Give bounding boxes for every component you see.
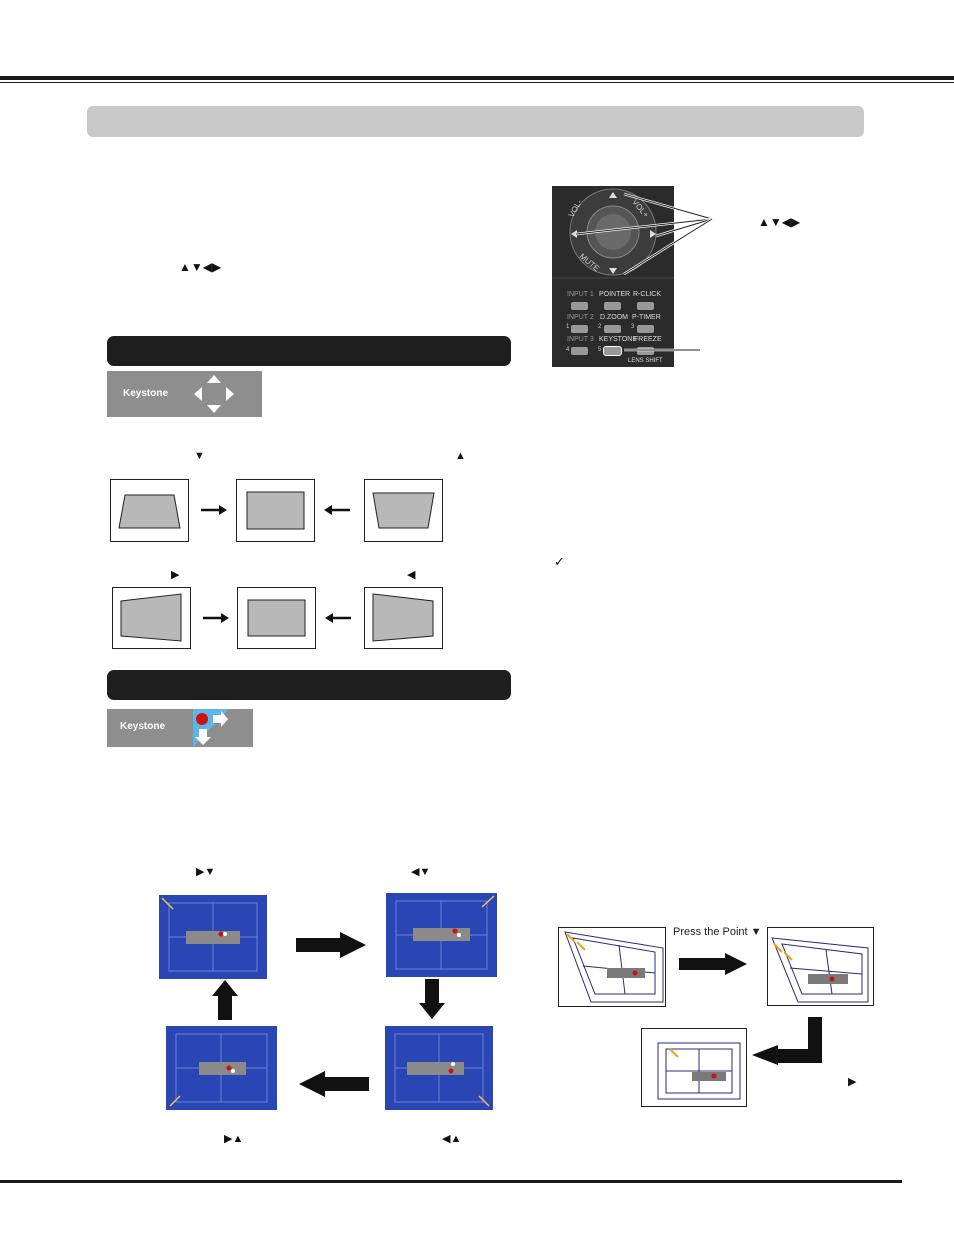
point-before-frame xyxy=(558,927,666,1007)
arrow-left-1 xyxy=(322,503,352,522)
corner-arrow-left xyxy=(299,1071,369,1102)
corner-screen-bottom-left xyxy=(166,1026,277,1115)
corner-bottom-left-keys: ▶▲ xyxy=(224,1133,244,1145)
remote-num3: 3 xyxy=(631,324,635,330)
keystone-right-key: ▶ xyxy=(171,569,180,581)
corner-arrow-down xyxy=(419,979,445,1024)
keystone-v-corrected-frame xyxy=(236,479,315,542)
remote-pointer: POINTER xyxy=(599,291,631,298)
keystone-menu-label: Keystone xyxy=(123,388,169,399)
arrow-left-2 xyxy=(323,611,353,630)
corner-top-left-keys: ▶▼ xyxy=(196,866,216,878)
remote-lens-shift: LENS SHIFT xyxy=(628,358,663,364)
keystone-h-before-frame xyxy=(112,587,191,649)
point-arrow-down-left xyxy=(752,1017,824,1070)
keystone-up-key: ▲ xyxy=(455,450,466,462)
check-mark-icon: ✓ xyxy=(554,554,565,569)
corner-screen-top-left xyxy=(159,895,267,984)
remote-keystone: KEYSTONE xyxy=(599,336,637,343)
remote-num4: 4 xyxy=(566,347,570,353)
remote-num1: 1 xyxy=(566,324,570,330)
point-right-key: ▶ xyxy=(848,1076,857,1088)
remote-pointer-button xyxy=(604,302,621,310)
remote-input3: INPUT 3 xyxy=(567,336,594,343)
remote-freeze: FREEZE xyxy=(634,336,662,343)
corner-arrow-right xyxy=(296,932,366,963)
corner-screen-top-right xyxy=(386,893,497,982)
keystone-v-before-image xyxy=(118,494,181,529)
bottom-rule xyxy=(0,1180,902,1183)
remote-arrow-keys-label: ▲▼◀▶ xyxy=(758,215,801,229)
point-arrow-right xyxy=(679,953,747,980)
point-middle-frame xyxy=(767,927,874,1006)
keystone-h-corrected-frame xyxy=(237,587,316,649)
remote-p-timer: P-TIMER xyxy=(632,314,661,321)
remote-p-timer-button xyxy=(637,325,654,333)
keystone-v-after-frame xyxy=(364,479,443,542)
arrow-right-1 xyxy=(199,503,229,522)
keystone-subsection-bar xyxy=(107,336,511,366)
corner-arrow-up xyxy=(212,980,238,1025)
press-point-caption: Press the Point ▼ xyxy=(673,926,762,938)
keystone-direction-icon xyxy=(194,375,234,413)
arrow-right-2 xyxy=(201,611,231,630)
remote-input2-button xyxy=(571,325,588,333)
corner-screen-bottom-right xyxy=(385,1026,493,1115)
corner-menu-box: Keystone xyxy=(107,709,253,747)
top-rule-thin xyxy=(0,82,954,83)
section-title-bar xyxy=(87,106,864,137)
corner-menu-label: Keystone xyxy=(120,721,166,732)
remote-num2: 2 xyxy=(598,324,602,330)
keystone-v-before-frame xyxy=(110,479,189,542)
corner-subsection-bar xyxy=(107,670,511,700)
top-rule xyxy=(0,76,954,80)
remote-input3-button xyxy=(571,347,588,355)
remote-keystone-button xyxy=(603,346,622,356)
keystone-left-key: ◀ xyxy=(407,569,416,581)
intro-arrow-keys: ▲▼◀▶ xyxy=(179,260,222,274)
corner-top-right-keys: ◀▼ xyxy=(411,866,431,878)
keystone-down-key: ▼ xyxy=(194,450,205,462)
remote-r-click: R-CLICK xyxy=(633,291,662,298)
remote-callout-lines xyxy=(540,186,740,366)
remote-r-click-button xyxy=(637,302,654,310)
keystone-menu-box: Keystone xyxy=(107,371,262,417)
remote-num5: 5 xyxy=(598,347,602,353)
remote-d-zoom-button xyxy=(604,325,621,333)
remote-input1-button xyxy=(571,302,588,310)
point-after-frame xyxy=(641,1028,747,1107)
remote-input1: INPUT 1 xyxy=(567,291,594,298)
remote-d-zoom: D.ZOOM xyxy=(600,314,628,321)
remote-input2: INPUT 2 xyxy=(567,314,594,321)
keystone-h-after-frame xyxy=(364,587,443,649)
remote-control-image xyxy=(552,186,674,367)
corner-bottom-right-keys: ◀▲ xyxy=(442,1133,462,1145)
corner-adjust-icon xyxy=(193,709,229,747)
